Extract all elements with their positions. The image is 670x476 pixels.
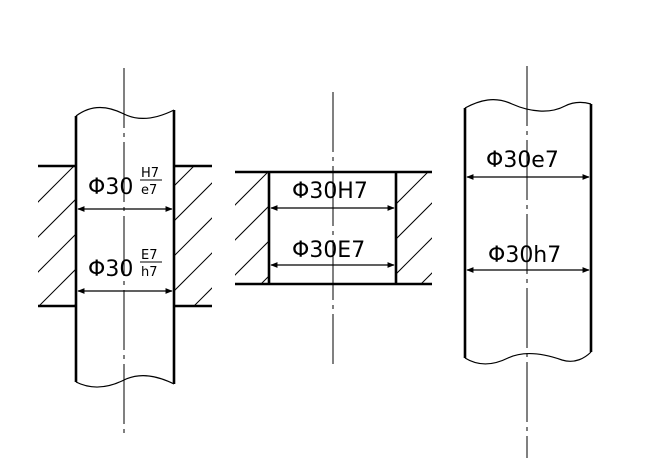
left-shaft-break-bottom <box>75 375 175 388</box>
left-fit-bottom-hole-tolerance: E7 <box>141 248 158 263</box>
left-fit-bottom-diameter: Φ30 <box>88 257 133 282</box>
left-fit-bottom-shaft-tolerance: h7 <box>141 265 158 280</box>
left-shaft-break-top <box>75 106 175 119</box>
middle-hatch-right <box>396 172 432 284</box>
left-fit-top-hole-tolerance: H7 <box>141 166 159 181</box>
left-fit-top-shaft-tolerance: e7 <box>141 183 157 198</box>
right-shaft-top-label: Φ30e7 <box>486 148 559 173</box>
middle-hole-top-label: Φ30H7 <box>292 179 368 204</box>
right-shaft-break-top <box>464 99 592 112</box>
middle-hole-bottom-label: Φ30E7 <box>292 238 365 263</box>
middle-hole-figure: Φ30H7 Φ30E7 <box>235 92 432 364</box>
left-fit-top-diameter: Φ30 <box>88 175 133 200</box>
right-shaft-figure: Φ30e7 Φ30h7 <box>463 66 593 458</box>
middle-hatch-left <box>235 172 269 284</box>
right-shaft-bottom-label: Φ30h7 <box>488 243 561 268</box>
left-fit-figure: Φ30 H7 e7 Φ30 E7 h7 <box>38 68 212 436</box>
left-housing-hatch-right <box>174 166 212 306</box>
right-shaft-break-bottom <box>464 351 592 365</box>
